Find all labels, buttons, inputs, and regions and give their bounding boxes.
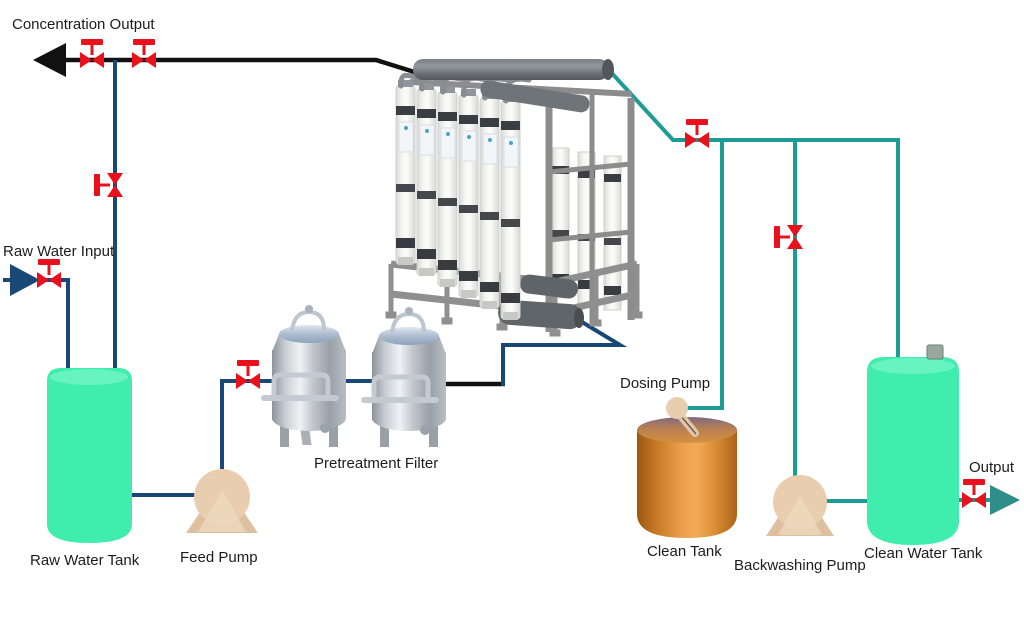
concentrate-valve-2-icon — [132, 39, 156, 68]
uf-frame-right — [545, 90, 635, 332]
uf-membrane-skid — [385, 59, 643, 337]
label-raw-water-input: Raw Water Input — [3, 243, 115, 260]
uf-secondary-header-pipe — [480, 80, 590, 113]
raw-water-tank-sheen — [50, 369, 128, 385]
clean-water-tank-vent-cap — [926, 344, 944, 360]
feedpump-riser-pipe — [220, 379, 276, 470]
label-raw-water-tank: Raw Water Tank — [30, 552, 140, 569]
filter-handle-loop — [371, 374, 431, 400]
backwashing-pump — [766, 475, 834, 536]
output-valve-icon — [962, 479, 986, 508]
feed-valve-icon — [236, 360, 260, 389]
label-pretreatment-filter: Pretreatment Filter — [314, 455, 438, 472]
uf-header-pipe — [413, 59, 614, 80]
labels: Concentration Output Raw Water Input Raw… — [3, 16, 1015, 574]
clean-water-tank-sheen — [871, 358, 955, 374]
raw-water-pipes — [3, 60, 628, 497]
label-dosing-pump: Dosing Pump — [620, 375, 710, 392]
label-output: Output — [969, 459, 1015, 476]
uf-permeate-pipe — [606, 67, 900, 372]
raw-input-valve-icon — [37, 259, 61, 288]
green-tanks — [47, 357, 959, 545]
concentrate-valve-1-icon — [80, 39, 104, 68]
raw-water-tank — [47, 368, 132, 543]
clean-tank — [637, 417, 737, 538]
output-arrow — [990, 485, 1020, 515]
concentration-output-arrow — [33, 43, 66, 77]
feed-pump — [186, 469, 258, 533]
concentrate-riser-valve-icon — [94, 173, 123, 197]
concentrate-pipe-line — [64, 57, 425, 78]
filter-vessel-2 — [361, 307, 446, 447]
clean-water-tank — [867, 357, 959, 545]
dosing-pump — [666, 397, 699, 437]
backwash-valve-icon — [774, 225, 803, 249]
pretreatment-filter-vessels — [261, 305, 446, 447]
permeate-valve-icon — [685, 119, 709, 148]
filter-handle-loop — [271, 372, 331, 398]
filter-vessel-1 — [261, 305, 346, 447]
uf-front-columns — [395, 80, 521, 320]
label-concentration-output: Concentration Output — [12, 16, 155, 33]
dosing-branch-pipe — [684, 140, 724, 410]
raw-water-input-arrow — [10, 264, 40, 296]
uf-feed-pipe — [501, 317, 628, 386]
label-clean-water-tank: Clean Water Tank — [864, 545, 983, 562]
label-feed-pump: Feed Pump — [180, 549, 258, 566]
label-clean-tank: Clean Tank — [647, 543, 722, 560]
label-backwashing-pump: Backwashing Pump — [734, 557, 866, 574]
